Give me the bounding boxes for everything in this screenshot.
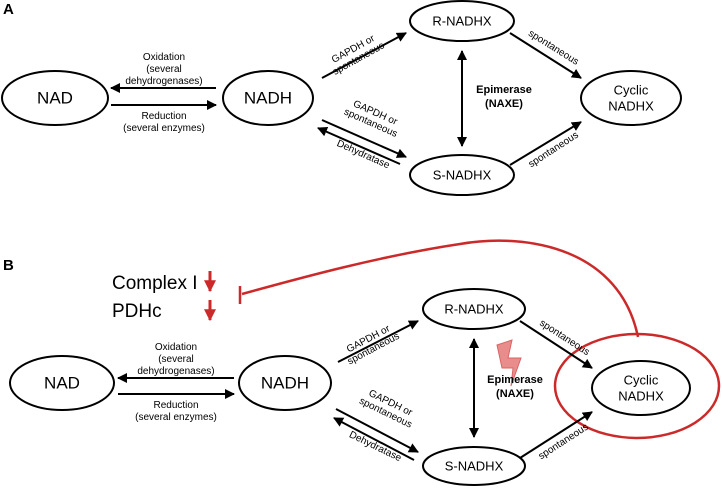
epimerase-label-a-1: Epimerase: [476, 84, 532, 96]
node-snadhx-b: S-NADHX: [422, 446, 526, 486]
lightning-bolt-icon: [496, 339, 522, 387]
node-nadh-a-label: NADH: [244, 88, 292, 107]
dehydratase-label-b: Dehydratase: [347, 429, 403, 464]
inhibition-curve: [241, 239, 640, 338]
oxidation-label-b-3: dehydrogenases): [137, 366, 214, 377]
dehydratase-arrow-a: [317, 127, 401, 165]
oxidation-label-a-1: Oxidation: [143, 52, 185, 63]
node-snadhx-b-label: S-NADHX: [445, 458, 504, 473]
node-rnadhx-b: R-NADHX: [422, 288, 526, 330]
panel-a: A NAD NADH R-NADHX S-NADHX Cyclic NADHX: [1, 0, 682, 196]
oxidation-label-a-3: dehydrogenases): [125, 76, 202, 87]
node-snadhx-a: S-NADHX: [409, 154, 515, 196]
panel-b: B Complex I PDHc NAD NADH R-NADHX S-NADH…: [3, 239, 721, 486]
panel-a-letter: A: [3, 1, 14, 18]
reduction-label-a-1: Reduction: [141, 111, 186, 122]
node-nadh-b-label: NADH: [261, 373, 309, 392]
complex-i-label: Complex I: [112, 273, 198, 294]
epimerase-label-a-2: (NAXE): [485, 98, 523, 110]
reduction-label-b-2: (several enzymes): [135, 412, 217, 423]
node-cyclic-b: Cyclic NADHX: [591, 360, 691, 416]
gapdh-r-arrow-b: [337, 320, 419, 363]
node-nad-b-label: NAD: [44, 373, 80, 392]
oxidation-label-b-2: (several: [158, 354, 194, 365]
spont-s-arrow-b: [519, 411, 593, 459]
node-nadh-b: NADH: [238, 355, 332, 411]
node-snadhx-a-label: S-NADHX: [433, 167, 492, 182]
node-cyclic-a-label-1: Cyclic: [614, 82, 649, 97]
gapdh-r-label-a: GAPDH or spontaneous: [330, 33, 386, 78]
gapdh-r-label-b: GAPDH or spontaneous: [345, 323, 401, 367]
node-nadh-a: NADH: [222, 70, 314, 126]
dehydratase-label-a: Dehydratase: [335, 138, 392, 171]
panel-b-letter: B: [3, 257, 14, 274]
spont-r-arrow-b: [519, 320, 593, 369]
node-nad-b: NAD: [9, 355, 115, 411]
node-cyclic-a-label-2: NADHX: [608, 98, 654, 113]
node-cyclic-a: Cyclic NADHX: [580, 70, 682, 126]
cyclic-highlight-ring: [553, 332, 721, 440]
gapdh-s-arrow-b: [335, 408, 419, 453]
node-rnadhx-b-label: R-NADHX: [444, 301, 504, 316]
gapdh-r-arrow-a: [321, 32, 407, 79]
oxidation-label-a-2: (several: [146, 64, 182, 75]
node-cyclic-b-label-2: NADHX: [618, 388, 664, 403]
reduction-label-b-1: Reduction: [153, 400, 198, 411]
node-rnadhx-a-label: R-NADHX: [432, 13, 492, 28]
spont-s-arrow-a: [509, 121, 582, 166]
dehydratase-arrow-b: [333, 417, 415, 461]
node-nad-a-label: NAD: [37, 88, 73, 107]
spont-r-arrow-a: [509, 32, 582, 79]
epimerase-label-b-1: Epimerase: [487, 374, 543, 386]
node-cyclic-b-label-1: Cyclic: [624, 372, 659, 387]
reduction-label-a-2: (several enzymes): [123, 123, 205, 134]
oxidation-label-b-1: Oxidation: [155, 342, 197, 353]
node-nad-a: NAD: [1, 70, 109, 126]
pdhc-label: PDHc: [112, 301, 162, 322]
epimerase-label-b-2: (NAXE): [496, 388, 534, 400]
node-rnadhx-a: R-NADHX: [409, 0, 515, 42]
gapdh-s-arrow-a: [321, 119, 407, 158]
